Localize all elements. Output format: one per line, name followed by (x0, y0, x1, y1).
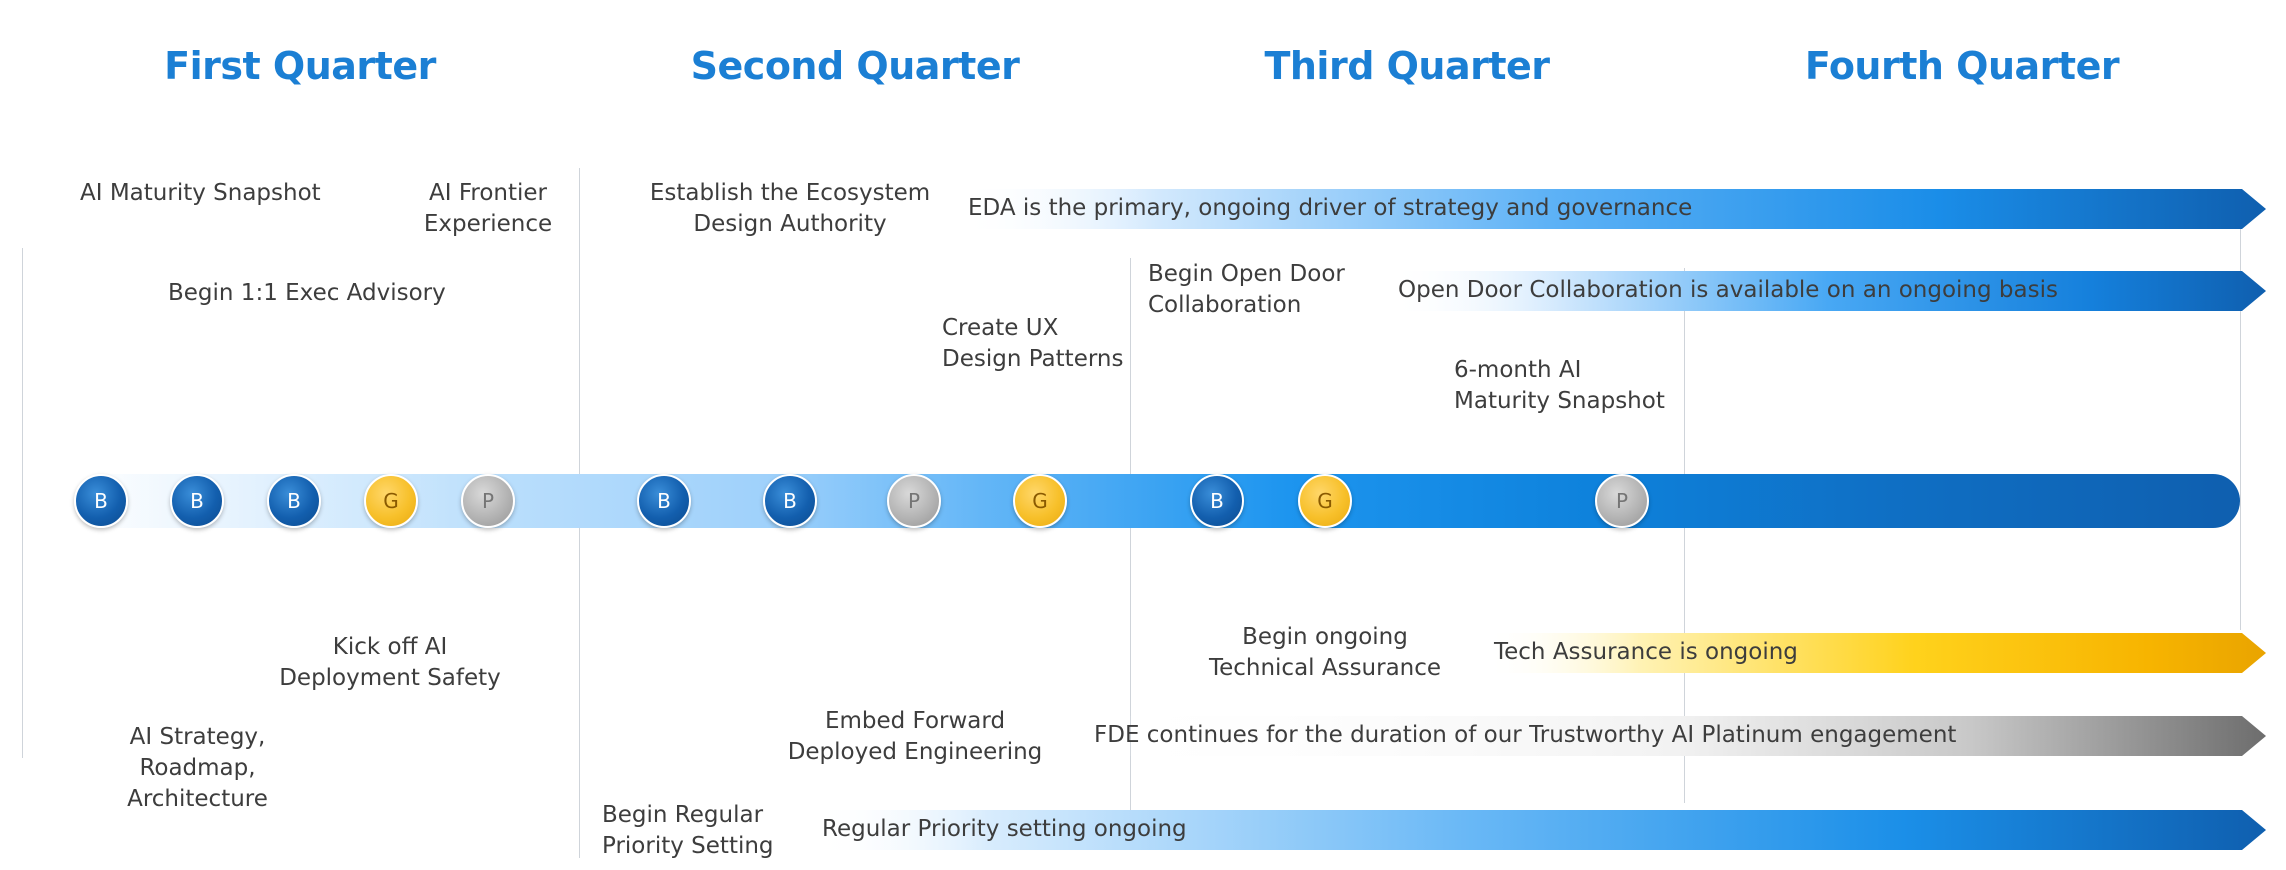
arrow-tech-assurance-ongoing: Tech Assurance is ongoing (1486, 630, 2266, 676)
label-begin-exec-advisory: Begin 1:1 Exec Advisory (168, 280, 446, 306)
label-begin-open-door: Begin Open Door Collaboration (1148, 261, 1345, 318)
arrow-eda-text: EDA is the primary, ongoing driver of st… (968, 195, 1693, 221)
timeline-track (74, 474, 2240, 528)
milestone-b-3: B (267, 474, 321, 528)
arrow-priority-ongoing: Regular Priority setting ongoing (814, 807, 2266, 853)
milestone-b-6: B (637, 474, 691, 528)
label-kickoff-deployment-safety: Kick off AI Deployment Safety (279, 634, 501, 691)
arrow-fde-text: FDE continues for the duration of our Tr… (1094, 722, 1957, 748)
milestone-p-5: P (461, 474, 515, 528)
arrow-fde-continues: FDE continues for the duration of our Tr… (1086, 713, 2266, 759)
divider-right-edge (2240, 190, 2241, 630)
label-establish-eda: Establish the Ecosystem Design Authority (649, 180, 931, 237)
milestone-g-9: G (1013, 474, 1067, 528)
milestone-b-10: B (1190, 474, 1244, 528)
milestone-b-7: B (763, 474, 817, 528)
label-begin-technical-assurance: Begin ongoing Technical Assurance (1208, 624, 1442, 681)
milestone-b-1: B (74, 474, 128, 528)
milestone-p-12: P (1595, 474, 1649, 528)
arrow-eda-shape (960, 189, 2266, 229)
milestone-p-8: P (887, 474, 941, 528)
quarter-title-fourth: Fourth Quarter (1804, 44, 2120, 88)
arrow-tech-assurance-text: Tech Assurance is ongoing (1494, 639, 1798, 665)
label-begin-priority-setting: Begin Regular Priority Setting (602, 802, 774, 859)
label-ai-strategy-roadmap: AI Strategy, Roadmap, Architecture (127, 724, 268, 812)
divider-left-edge (22, 248, 23, 758)
milestone-g-11: G (1298, 474, 1352, 528)
divider-q2-q3 (1130, 258, 1131, 813)
divider-q3-q4 (1684, 268, 1685, 803)
arrow-open-door-ongoing: Open Door Collaboration is available on … (1390, 268, 2266, 314)
label-ai-maturity-snapshot: AI Maturity Snapshot (80, 180, 321, 206)
quarter-title-first: First Quarter (164, 44, 436, 88)
arrow-tech-assurance-shape (1486, 633, 2266, 673)
label-ai-frontier-experience: AI Frontier Experience (423, 180, 553, 237)
label-create-ux-design-patterns: Create UX Design Patterns (942, 315, 1124, 372)
label-six-month-snapshot: 6-month AI Maturity Snapshot (1454, 357, 1665, 414)
quarter-title-third: Third Quarter (1264, 44, 1550, 88)
label-embed-fde: Embed Forward Deployed Engineering (787, 708, 1043, 765)
arrow-priority-text: Regular Priority setting ongoing (822, 816, 1187, 842)
arrow-priority-shape (814, 810, 2266, 850)
milestone-g-4: G (364, 474, 418, 528)
arrow-eda-ongoing: EDA is the primary, ongoing driver of st… (960, 186, 2266, 232)
arrow-open-door-shape (1390, 271, 2266, 311)
arrow-fde-shape (1086, 716, 2266, 756)
arrow-open-door-text: Open Door Collaboration is available on … (1398, 277, 2058, 303)
quarter-title-second: Second Quarter (690, 44, 1020, 88)
milestone-b-2: B (170, 474, 224, 528)
